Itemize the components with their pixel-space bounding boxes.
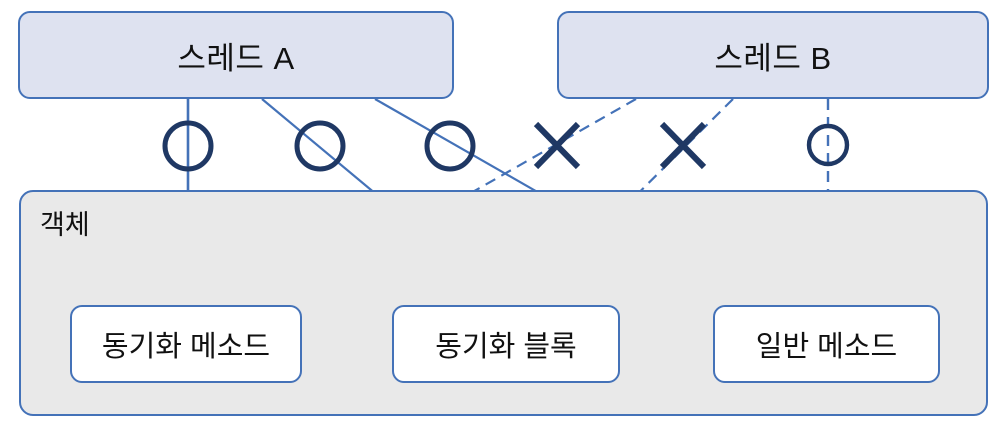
method-synchronized-block[interactable]: 동기화 블록 xyxy=(392,305,620,383)
method-normal-method[interactable]: 일반 메소드 xyxy=(713,305,940,383)
object-group-label: 객체 xyxy=(40,210,90,240)
marker-b-normal-icon xyxy=(806,123,850,167)
marker-a-normal-icon xyxy=(424,120,476,172)
marker-b-block-icon xyxy=(659,121,707,170)
marker-a-block-icon xyxy=(294,120,346,172)
thread-b-node[interactable]: 스레드 B xyxy=(557,11,989,99)
method-synchronized-method[interactable]: 동기화 메소드 xyxy=(70,305,302,383)
marker-a-sync-icon xyxy=(162,120,214,172)
marker-b-sync-icon xyxy=(533,121,581,170)
thread-a-node[interactable]: 스레드 A xyxy=(18,11,454,99)
